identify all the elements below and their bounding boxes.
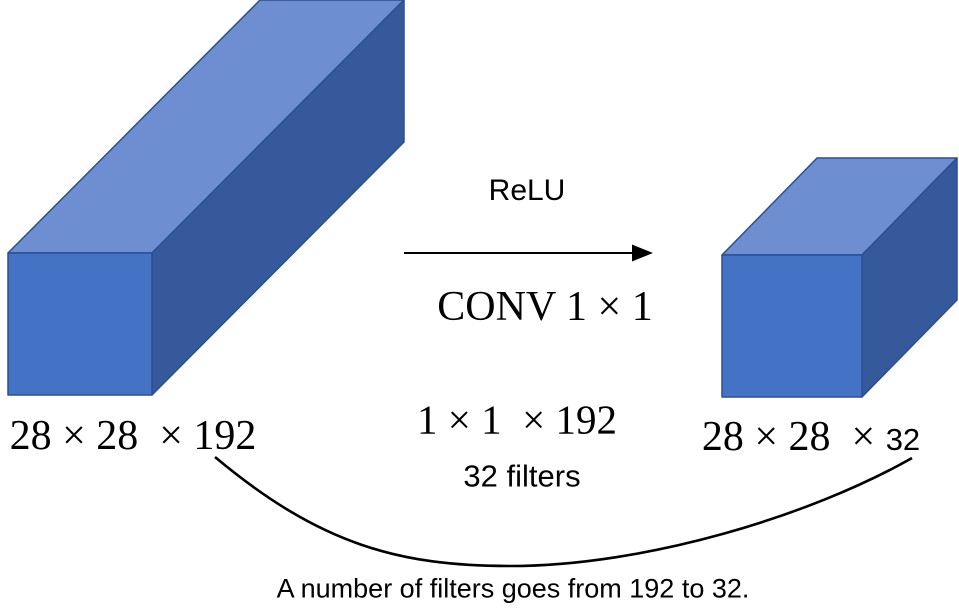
- output-dims-prefix: 28 × 28 ×: [701, 414, 886, 460]
- input-volume-block: [7, 0, 405, 396]
- filter-count-label: 32 filters: [463, 458, 581, 494]
- output-volume-front-face: [721, 254, 863, 398]
- input-volume-front-face: [7, 252, 153, 396]
- input-dims-label: 28 × 28 × 192: [9, 413, 257, 459]
- output-dims-label: 28 × 28 × 32: [702, 416, 920, 458]
- filters-change-curve: [214, 456, 913, 568]
- arrow-head: [632, 244, 653, 262]
- output-volume-block: [721, 157, 958, 398]
- kernel-dims-label: 1 × 1 × 192: [417, 396, 617, 443]
- conv-operation-label: CONV 1 × 1: [437, 284, 653, 330]
- activation-label: ReLU: [488, 174, 566, 207]
- output-dims-filters: 32: [885, 422, 921, 457]
- right-arrow-icon: [404, 244, 653, 262]
- caption-text: A number of filters goes from 192 to 32.: [276, 573, 750, 604]
